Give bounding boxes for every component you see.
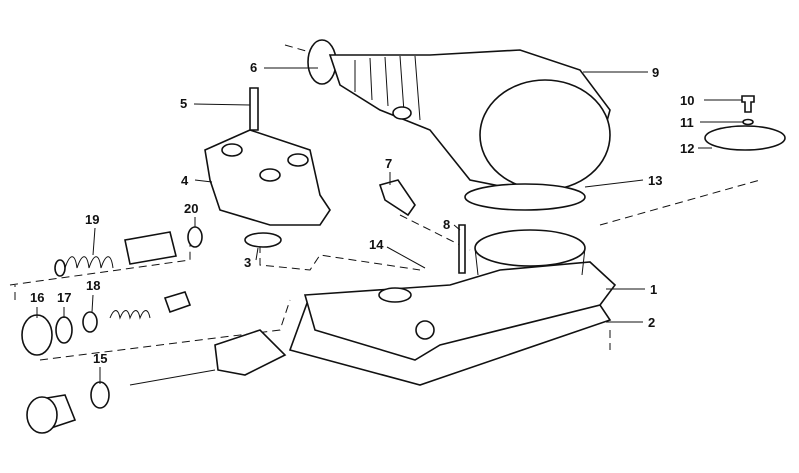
callout-8: 8: [443, 217, 451, 232]
callout-20: 20: [184, 201, 199, 216]
valve-part: [163, 291, 192, 314]
callout-12: 12: [680, 141, 695, 156]
block-boss: [259, 168, 281, 182]
callout-2: 2: [648, 315, 656, 330]
assembly-line: [259, 245, 421, 271]
housing-part-1: [303, 261, 617, 361]
callout-5: 5: [180, 96, 188, 111]
housing-port: [378, 287, 412, 303]
callout-14: 14: [369, 237, 384, 252]
callout-9: 9: [652, 65, 660, 80]
screw-part-8: [458, 224, 466, 274]
callout-17: 17: [57, 290, 72, 305]
fitting-part: [214, 329, 287, 376]
callout-4: 4: [181, 173, 189, 188]
assembly-line: [39, 299, 291, 361]
seal-part-15: [90, 381, 110, 409]
o-ring-part-3: [244, 232, 282, 248]
block-boss: [287, 153, 309, 167]
callout-13: 13: [648, 173, 663, 188]
rod-part: [129, 369, 216, 386]
bolt-part-5: [249, 87, 259, 131]
seal-part-16: [21, 314, 53, 356]
leader-lines: [36, 67, 744, 384]
housing-plug: [415, 320, 435, 340]
spring-part: [109, 310, 151, 320]
callout-3: 3: [244, 255, 252, 270]
ring-part-17: [55, 316, 73, 344]
seal-ring-part-13: [464, 183, 586, 211]
cap-end: [26, 396, 58, 434]
housing-opening-wall: [474, 247, 586, 276]
callout-10: 10: [680, 93, 695, 108]
callout-15: 15: [93, 351, 108, 366]
callout-1: 1: [650, 282, 658, 297]
callout-16: 16: [30, 290, 45, 305]
piston-part: [124, 231, 177, 265]
callout-19: 19: [85, 212, 100, 227]
boot-bellows: [354, 55, 421, 121]
block-boss: [221, 143, 243, 157]
disc-part-12: [704, 125, 786, 151]
callout-6: 6: [250, 60, 258, 75]
seal-part-20: [187, 226, 203, 248]
bolt-part-10: [741, 95, 755, 113]
callout-11: 11: [680, 115, 694, 130]
boot-bulge: [479, 79, 611, 191]
spring-part-19: [64, 256, 114, 269]
washer-part-11: [742, 118, 754, 126]
bracket-part-7: [378, 179, 416, 217]
spring-seat: [54, 259, 66, 277]
ring-part-18: [82, 311, 98, 333]
callout-7: 7: [385, 156, 393, 171]
assembly-line: [599, 179, 761, 226]
callout-18: 18: [86, 278, 101, 293]
housing-opening: [474, 229, 586, 267]
boot-nipple: [392, 106, 412, 120]
